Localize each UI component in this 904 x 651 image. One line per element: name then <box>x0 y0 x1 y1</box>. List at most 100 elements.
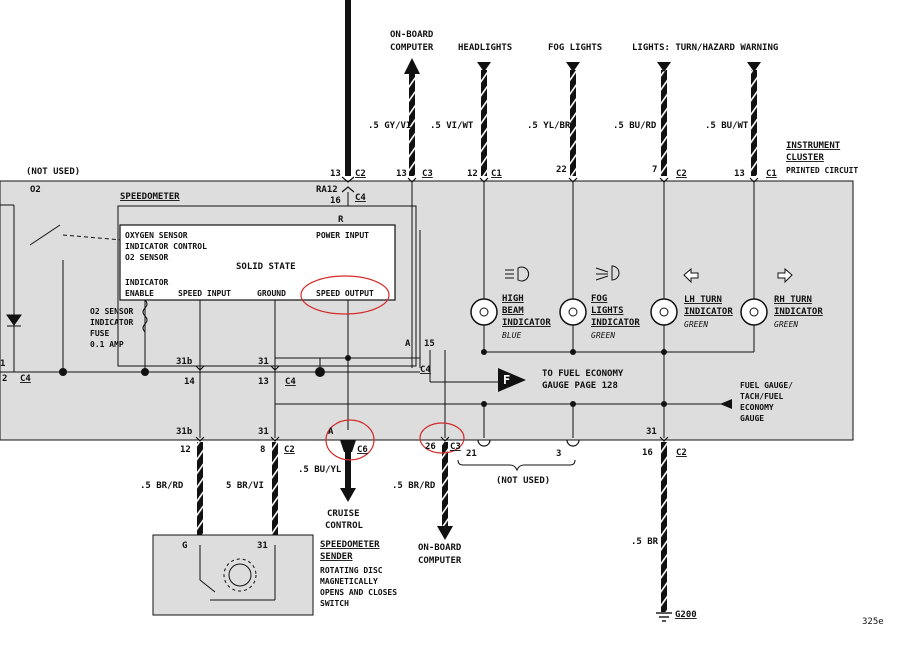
ground-label-g200: G200 <box>675 610 697 620</box>
wire-label-br-vi: 5 BR/VI <box>226 481 264 491</box>
bottom-connector-marks <box>195 365 669 447</box>
conn-c3-b: C3 <box>450 442 461 452</box>
c6-highlight <box>325 419 375 461</box>
fuse-label-2: INDICATOR <box>90 318 134 327</box>
sender-label-3: ROTATING DISC <box>320 566 383 575</box>
pin-12-b: 12 <box>180 445 191 455</box>
pin-21: 21 <box>466 449 477 459</box>
sender-label-1: SPEEDOMETER <box>320 540 380 550</box>
not-used-brace <box>457 459 576 472</box>
diode-symbol <box>6 314 22 327</box>
speedometer-box <box>117 205 417 367</box>
not-used-bottom: (NOT USED) <box>496 476 550 486</box>
solid-state-module <box>119 224 396 301</box>
conn-c4-a: C4 <box>355 193 366 203</box>
fog-label-3: INDICATOR <box>591 318 640 328</box>
cluster-title-2: CLUSTER <box>786 153 825 163</box>
pin-31b-a: 31b <box>176 357 193 367</box>
conn-c4-c: C4 <box>285 377 296 387</box>
lamp-fog <box>559 298 587 326</box>
headlights-label: HEADLIGHTS <box>458 43 512 53</box>
lh-label-2: INDICATOR <box>684 307 733 317</box>
c6-connector <box>340 440 356 452</box>
pin-3: 3 <box>556 449 561 459</box>
pin-31-b: 31 <box>258 427 269 437</box>
onboard-bottom-2: COMPUTER <box>418 556 462 566</box>
fuel-gauge-3: ECONOMY <box>740 403 774 412</box>
wire-label-bu-yl: .5 BU/YL <box>298 465 342 475</box>
o2-label: O2 <box>30 185 41 195</box>
speed-input-label: SPEED INPUT <box>178 289 231 298</box>
pin-8: 8 <box>260 445 265 455</box>
fuse-symbol <box>142 299 148 333</box>
conn-a-bottom: A <box>328 427 334 437</box>
lh-label-1: LH TURN <box>684 295 722 305</box>
wire-label-br: .5 BR <box>631 537 659 547</box>
fuel-economy-label-2: GAUGE PAGE 128 <box>542 381 618 391</box>
lamp-lh-turn <box>650 298 678 326</box>
fuse-label-1: O2 SENSOR <box>90 307 134 316</box>
instrument-cluster-panel <box>0 180 854 441</box>
wire-top-power <box>345 0 351 176</box>
pin-12-a: 12 <box>467 169 478 179</box>
speedometer-title: SPEEDOMETER <box>120 192 180 202</box>
pin-1: 1 <box>0 359 5 369</box>
o2-sensor-4: INDICATOR <box>125 278 169 287</box>
conn-c2-a: C2 <box>355 169 366 179</box>
fuel-economy-letter: F <box>503 373 510 387</box>
fuel-gauge-arrow <box>720 399 732 409</box>
o2-sensor-1: OXYGEN SENSOR <box>125 231 188 240</box>
speed-output-highlight <box>300 275 390 315</box>
fuel-gauge-4: GAUGE <box>740 414 764 423</box>
conn-c3-a: C3 <box>422 169 433 179</box>
turn-left-arrow-icon <box>683 267 699 284</box>
pin-13-a: 13 <box>330 169 341 179</box>
onboard-bottom-1: ON-BOARD <box>418 543 462 553</box>
pin-2: 2 <box>2 374 7 384</box>
conn-c1-a: C1 <box>491 169 502 179</box>
pin-31-c: 31 <box>646 427 657 437</box>
internal-wiring <box>0 182 755 438</box>
wire-label-bu-wt: .5 BU/WT <box>705 121 749 131</box>
pin-22: 22 <box>556 165 567 175</box>
onboard-top-label-1: ON-BOARD <box>390 30 434 40</box>
cruise-label-2: CONTROL <box>325 521 364 531</box>
sender-label-6: SWITCH <box>320 599 349 608</box>
cruise-label-1: CRUISE <box>327 509 360 519</box>
conn-c4-b: C4 <box>20 374 31 384</box>
o2-sensor-5: ENABLE <box>125 289 154 298</box>
wire-label-vi-wt: .5 VI/WT <box>430 121 474 131</box>
wire-label-yl-br: .5 YL/BR <box>527 121 571 131</box>
wire-turn-right <box>747 62 761 176</box>
pin-13-b: 13 <box>396 169 407 179</box>
o2-sensor-3: O2 SENSOR <box>125 253 169 262</box>
wire-fog-lights <box>566 62 580 176</box>
conn-c1-b: C1 <box>766 169 777 179</box>
wire-headlights <box>477 62 491 176</box>
wire-label-br-rd-2: .5 BR/RD <box>392 481 436 491</box>
speedometer-sender-box <box>152 534 314 616</box>
pin-16-b: 16 <box>642 448 653 458</box>
high-beam-label-2: BEAM <box>502 306 524 316</box>
high-beam-label-3: INDICATOR <box>502 318 551 328</box>
conn-c6: C6 <box>357 445 368 455</box>
high-beam-icon <box>505 266 530 282</box>
conn-c2-c: C2 <box>284 445 295 455</box>
wire-ground <box>661 442 667 612</box>
sender-label-2: SENDER <box>320 552 353 562</box>
conn-c4-d: C4 <box>420 365 431 375</box>
wire-label-bu-rd: .5 BU/RD <box>613 121 657 131</box>
turn-hazard-label: LIGHTS: TURN/HAZARD WARNING <box>632 43 778 53</box>
onboard-top-label-2: COMPUTER <box>390 43 434 53</box>
lamp-rh-turn <box>740 298 768 326</box>
pin-7: 7 <box>652 165 657 175</box>
conn-c2-d: C2 <box>676 448 687 458</box>
fog-color: GREEN <box>591 331 615 340</box>
wire-br-vi <box>272 442 278 540</box>
c3-highlight <box>419 422 465 454</box>
fuel-gauge-1: FUEL GAUGE/ <box>740 381 793 390</box>
fuse-label-4: 0.1 AMP <box>90 340 124 349</box>
rh-label-2: INDICATOR <box>774 307 823 317</box>
fog-label-2: LIGHTS <box>591 306 624 316</box>
pin-13-c: 13 <box>734 169 745 179</box>
